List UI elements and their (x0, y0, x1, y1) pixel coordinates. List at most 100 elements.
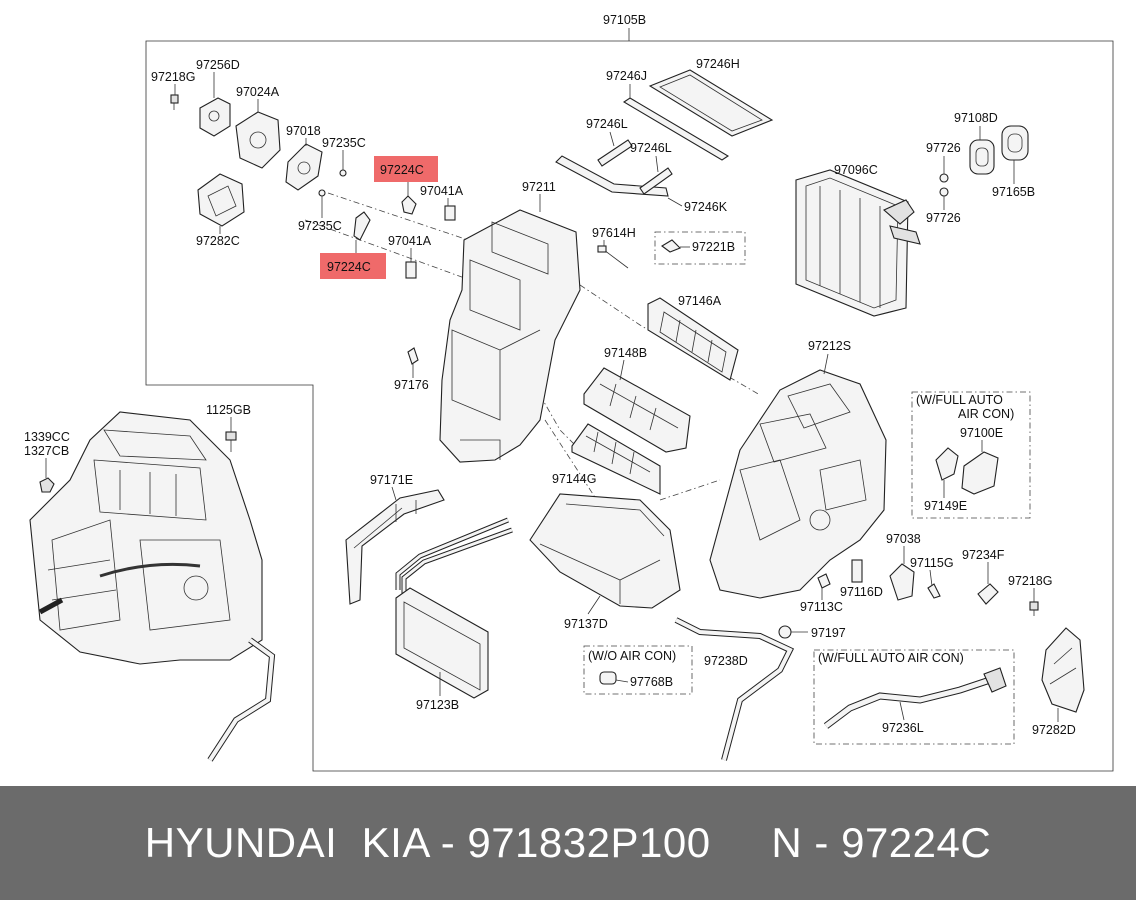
label-97149E: 97149E (924, 499, 967, 513)
part-97123B-heater-core (395, 517, 513, 699)
label-97224C-lower: 97224C (327, 260, 371, 274)
part-number-banner: HYUNDAI KIA - 971832P100 N - 97224C (0, 786, 1136, 900)
label-97726: 97726 (926, 141, 961, 155)
label-97236L: 97236L (882, 721, 924, 735)
part-97148B-filter (583, 367, 691, 453)
part-97246J-seal (622, 97, 730, 161)
label-97246K: 97246K (684, 200, 728, 214)
label-97235C-lower: 97235C (298, 219, 342, 233)
part-97096C-evaporator (795, 169, 921, 317)
part-97144G-filter (571, 423, 661, 495)
label-97018: 97018 (286, 124, 321, 138)
part-97171E-duct (345, 489, 445, 605)
part-97246H-filter-frame (648, 69, 774, 137)
part-97218G-screw-b (1029, 601, 1039, 616)
box-full-auto-sensors (911, 391, 1031, 519)
part-97282D-duct (1041, 627, 1085, 713)
part-97115G-screw (927, 583, 941, 599)
label-97246L-b: 97246L (630, 141, 672, 155)
note-full-auto-long: (W/FULL AUTO AIR CON) (818, 651, 964, 665)
label-97116D: 97116D (840, 585, 883, 599)
label-97282C: 97282C (196, 234, 240, 248)
label-1327CB: 1327CB (24, 444, 69, 458)
part-97246L-seal-b (639, 167, 673, 195)
part-97146A-filter (647, 297, 739, 381)
part-1339CC-nut (39, 477, 55, 493)
label-97123B: 97123B (416, 698, 459, 712)
label-97218G: 97218G (151, 70, 195, 84)
part-97614H-sensor (597, 245, 629, 269)
part-97282C-actuator (197, 173, 245, 227)
label-97197: 97197 (811, 626, 846, 640)
part-97246K-seal (555, 155, 669, 197)
part-1125GB-bolt (225, 431, 237, 452)
note-full-auto-line1: (W/FULL AUTO (916, 393, 1003, 407)
part-97041A-upper (444, 205, 456, 221)
label-97211: 97211 (522, 180, 556, 194)
part-97024A-actuator (235, 111, 281, 169)
part-97246L-seal-a (597, 139, 633, 167)
label-97096C: 97096C (834, 163, 878, 177)
part-97256D-actuator (199, 97, 231, 137)
box-97221B (654, 231, 746, 265)
label-97113C: 97113C (800, 600, 843, 614)
part-97113C-clip (817, 573, 831, 589)
box-full-auto-hose (813, 649, 1015, 745)
label-97256D: 97256D (196, 58, 240, 72)
label-97246J: 97246J (606, 69, 647, 83)
label-97234F: 97234F (962, 548, 1005, 562)
part-97221B-clip (661, 239, 681, 253)
part-97218G-screw (170, 94, 179, 110)
label-97238D: 97238D (704, 654, 748, 668)
label-97105B: 97105B (603, 13, 646, 27)
label-97768B: 97768B (630, 675, 673, 689)
assembly-line (304, 219, 471, 281)
note-full-auto-line2: AIR CON) (958, 407, 1014, 421)
assembly-frame (145, 40, 1114, 772)
assembly-line (327, 192, 493, 249)
part-97108D-seal (969, 139, 995, 175)
label-97100E: 97100E (960, 426, 1003, 440)
part-97235C-clip-b (318, 189, 326, 197)
part-97224C-lever-upper (401, 182, 417, 215)
label-97146A: 97146A (678, 294, 722, 308)
part-97041A-lower (405, 261, 417, 279)
part-97726-oring-b (939, 187, 949, 197)
assembly-line (544, 419, 601, 506)
part-97116D-sensor (851, 559, 863, 583)
label-97137D: 97137D (564, 617, 608, 631)
label-97165B: 97165B (992, 185, 1035, 199)
label-97246H: 97246H (696, 57, 740, 71)
label-97148B: 97148B (604, 346, 647, 360)
label-97218G-b: 97218G (1008, 574, 1052, 588)
assembly-line (659, 479, 721, 501)
label-97176: 97176 (394, 378, 429, 392)
part-97235C-clip-a (339, 169, 347, 177)
part-97165B-seal (1001, 125, 1029, 161)
part-number-text: HYUNDAI KIA - 971832P100 N - 97224C (144, 819, 992, 866)
part-97038-actuator (889, 563, 915, 601)
parts-diagram: 97105B 97218G 97256D 97024A 97018 97235C… (24, 13, 1114, 772)
highlight-97224C-upper (374, 156, 438, 182)
label-1339CC: 1339CC (24, 430, 70, 444)
label-97212S: 97212S (808, 339, 851, 353)
label-97041A-lower: 97041A (388, 234, 432, 248)
label-97282D: 97282D (1032, 723, 1076, 737)
label-97108D: 97108D (954, 111, 998, 125)
label-97235C: 97235C (322, 136, 366, 150)
part-97768B-plug (599, 671, 617, 685)
label-97041A: 97041A (420, 184, 464, 198)
part-97018-actuator (285, 143, 323, 191)
label-97726-b: 97726 (926, 211, 961, 225)
part-97149E-sensor (935, 447, 959, 481)
part-97137D-lower-case (529, 493, 681, 609)
label-97038: 97038 (886, 532, 921, 546)
part-97234F-actuator (977, 583, 999, 605)
part-97212S-case (709, 369, 887, 599)
label-97224C-upper: 97224C (380, 163, 424, 177)
part-97726-oring-a (939, 173, 949, 183)
note-wo-air-con: (W/O AIR CON) (588, 649, 676, 663)
label-97115G: 97115G (910, 556, 954, 570)
part-97211-case (439, 209, 581, 463)
highlight-97224C-lower (320, 253, 386, 279)
